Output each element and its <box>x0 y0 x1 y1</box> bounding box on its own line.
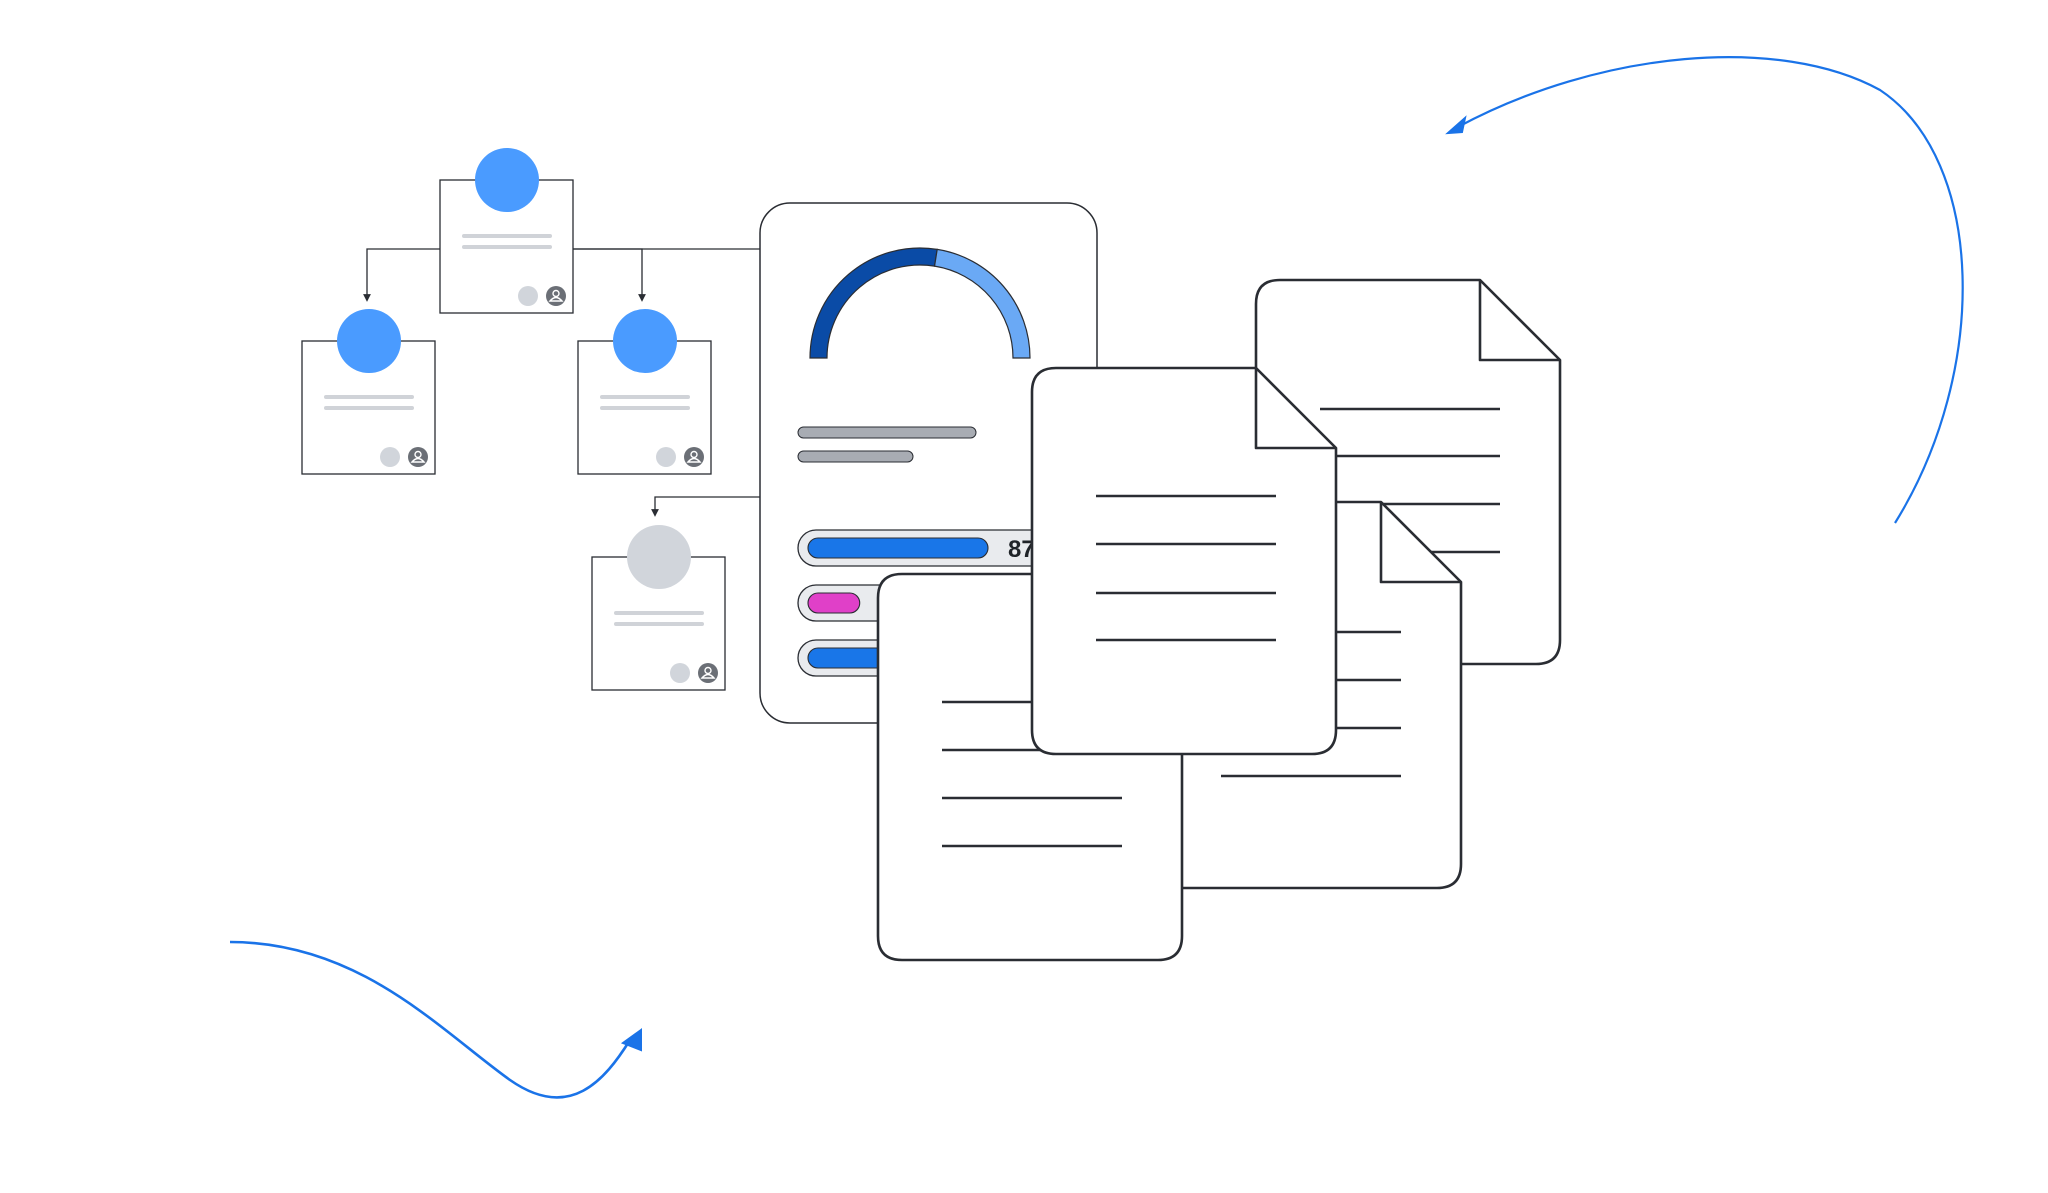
org-chart <box>301 148 726 691</box>
text-skeleton-line <box>462 245 552 249</box>
user-badge-icon <box>698 663 718 683</box>
menu-badge-icon <box>656 447 676 467</box>
menu-badge-icon <box>518 286 538 306</box>
document-icon <box>1030 366 1338 756</box>
menu-badge-icon <box>670 663 690 683</box>
org-node-grandchild <box>591 525 726 691</box>
text-skeleton-line <box>600 395 690 399</box>
text-skeleton-line <box>324 406 414 410</box>
text-skeleton-line <box>614 611 704 615</box>
org-node-child-right <box>577 309 712 475</box>
user-badge-icon <box>546 286 566 306</box>
document-stack <box>876 278 1562 962</box>
text-skeleton-line <box>462 234 552 238</box>
person-circle-icon <box>613 309 677 373</box>
org-chart-connectors <box>363 248 762 517</box>
person-circle-icon <box>475 148 539 212</box>
progress-fill <box>807 537 989 559</box>
text-skeleton-line <box>600 406 690 410</box>
text-skeleton-line <box>324 395 414 399</box>
menu-badge-icon <box>380 447 400 467</box>
text-skeleton-line <box>797 426 977 439</box>
org-node-child-left <box>301 309 436 475</box>
document-page <box>1030 366 1338 756</box>
gauge-remainder <box>933 248 1031 359</box>
progress-bar-1: 87 <box>797 529 1069 567</box>
gauge-chart <box>809 247 1031 359</box>
decorative-arrow-bottom-left <box>229 940 642 1099</box>
user-badge-icon <box>408 447 428 467</box>
document-fold <box>1254 368 1336 450</box>
user-badge-icon <box>684 447 704 467</box>
document-fold <box>1379 502 1461 584</box>
decorative-arrow-top-right <box>1445 56 1964 524</box>
progress-value-label: 87 <box>1008 536 1035 563</box>
document-fold <box>1478 280 1560 362</box>
person-circle-icon <box>627 525 691 589</box>
text-skeleton-line <box>797 450 914 463</box>
org-node-root <box>439 148 574 314</box>
person-circle-icon <box>337 309 401 373</box>
progress-fill <box>807 592 861 614</box>
text-skeleton-line <box>614 622 704 626</box>
